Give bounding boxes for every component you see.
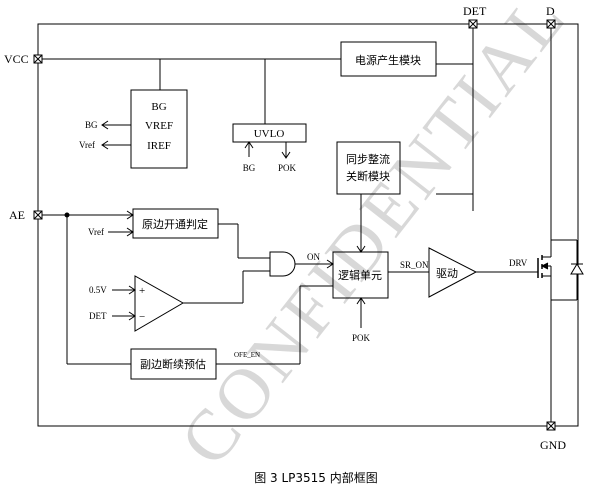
and-gate [269, 251, 296, 277]
bg-vref-iref-block [130, 89, 188, 169]
pin-label-det: DET [463, 4, 487, 18]
pin-gnd-box [546, 421, 556, 431]
body-diode [551, 239, 584, 301]
power-mosfet [537, 255, 552, 278]
pin-label-ae: AE [9, 208, 25, 222]
pin-label-gnd: GND [540, 438, 566, 452]
comp-minus-sign: − [139, 311, 145, 323]
uvlo-label: UVLO [254, 128, 285, 140]
pin-det-box [468, 19, 478, 29]
pin-ae-box [33, 210, 43, 220]
driver-buffer [428, 247, 478, 298]
ofe-en-label: OFE_EN [234, 351, 260, 359]
pin-label-d: D [546, 4, 555, 18]
comp-plus-sign: + [139, 285, 145, 297]
and-output-label: ON [307, 252, 320, 262]
comparator [134, 275, 185, 332]
logic-unit-label: 逻辑单元 [338, 268, 382, 282]
figure-caption: 图 3 LP3515 内部框图 [254, 470, 378, 485]
primary-judge-label: 原边开通判定 [142, 217, 208, 231]
power-gen-label: 电源产生模块 [355, 53, 421, 67]
judge-vref-label: Vref [88, 227, 104, 237]
comp-plus-input-label: 0.5V [89, 285, 107, 295]
uvlo-bg-label: BG [243, 163, 256, 173]
uvlo-block [232, 123, 307, 143]
bg-block-line-1: BG [151, 101, 166, 113]
chip-boundary [37, 23, 579, 427]
bg-output-label: BG [85, 120, 98, 130]
sync-rect-label-1: 同步整流 [346, 152, 390, 166]
bg-block-line-3: IREF [147, 140, 171, 152]
vref-output-label: Vref [79, 140, 95, 150]
sync-rect-shutdown-block [336, 141, 401, 195]
driver-label: 驱动 [436, 267, 458, 280]
confidential-watermark: CONFIDENTIAL [165, 0, 583, 480]
uvlo-pok-label: POK [278, 163, 297, 173]
drv-label: DRV [509, 258, 528, 268]
pin-vcc-box [33, 54, 43, 64]
secondary-est-label: 副边断续预估 [140, 357, 206, 371]
power-gen-block [340, 41, 437, 77]
pin-label-vcc: VCC [4, 52, 29, 66]
comp-minus-input-label: DET [89, 311, 107, 321]
bg-block-line-2: VREF [145, 120, 173, 132]
sync-rect-label-2: 关断模块 [346, 169, 390, 183]
pin-d-box [546, 19, 556, 29]
sr-on-label: SR_ON [400, 260, 429, 270]
logic-pok-label: POK [352, 333, 371, 343]
